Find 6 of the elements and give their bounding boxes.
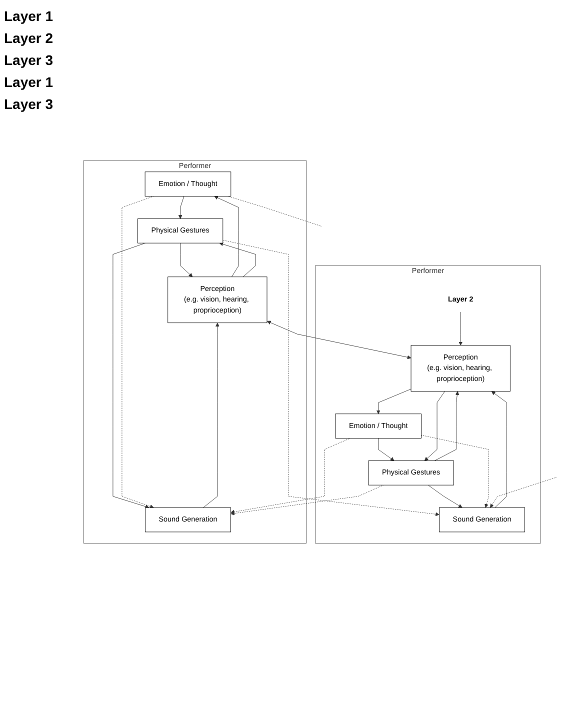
layer-label: Layer 1 [4,8,54,24]
connector [228,196,322,227]
layer-label: Layer 2 [4,30,54,46]
layer-label: Layer 3 [4,52,54,68]
layer-label: Layer 1 [4,74,54,90]
layer-label: Layer 3 [4,96,54,112]
